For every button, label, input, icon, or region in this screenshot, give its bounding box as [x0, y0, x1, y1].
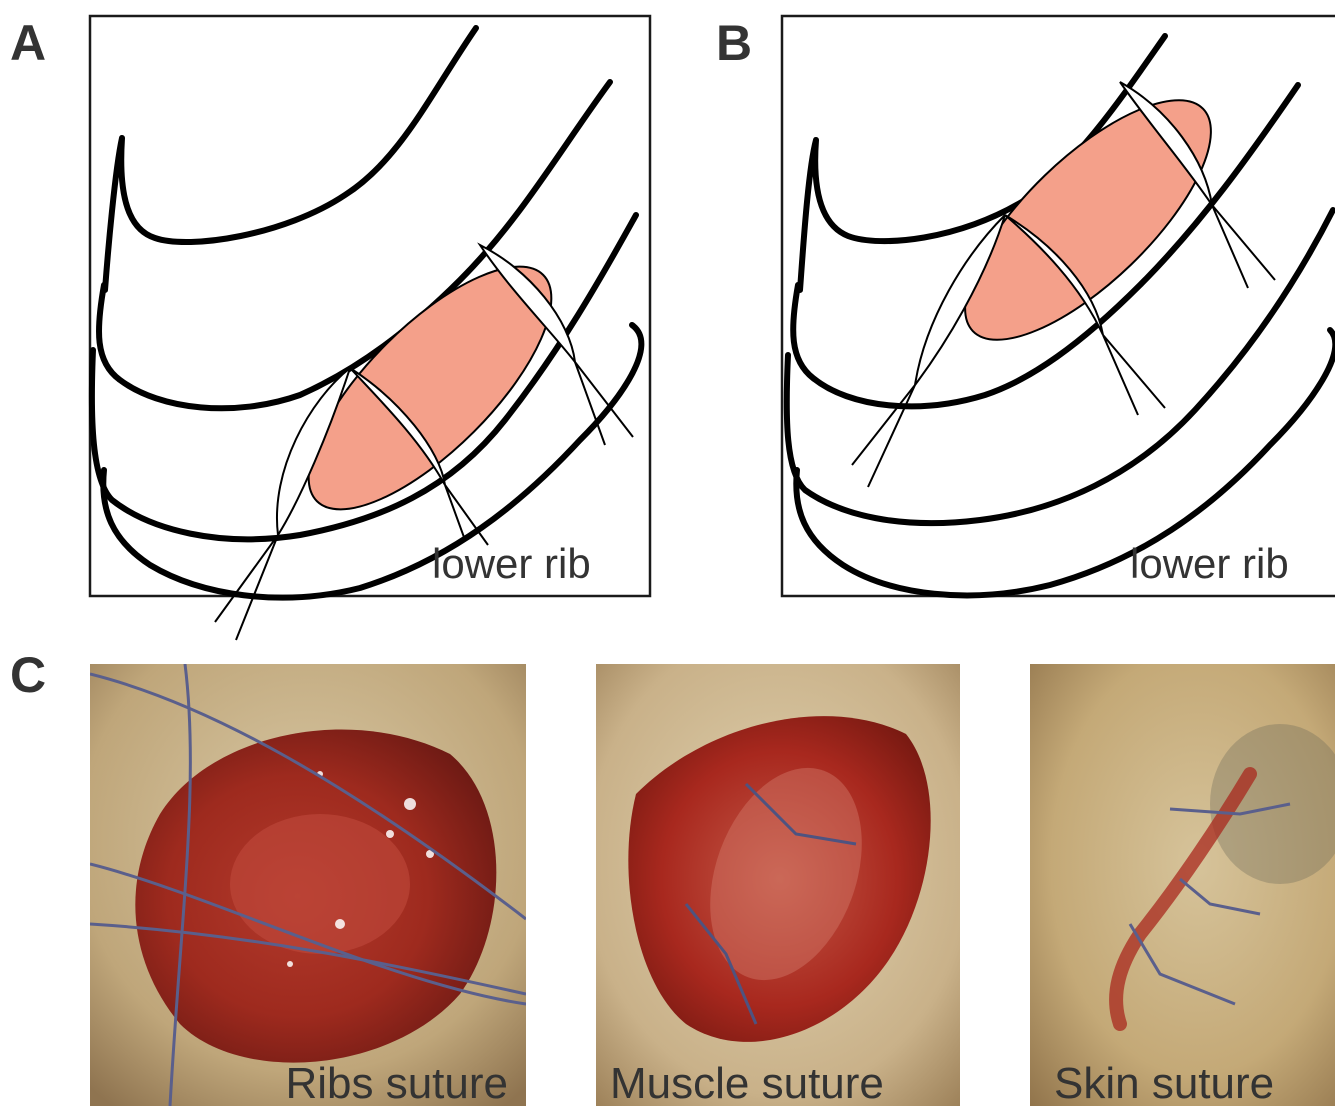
photo-muscle-suture: Muscle suture: [596, 664, 960, 1106]
photo-skin-suture: Skin suture: [1030, 664, 1335, 1106]
photo-ribs-suture: Ribs suture: [90, 664, 526, 1106]
photo-caption-ribs: Ribs suture: [285, 1062, 508, 1106]
photo-caption-skin: Skin suture: [1054, 1062, 1274, 1106]
photo-caption-muscle: Muscle suture: [610, 1062, 884, 1106]
diagram-b-label: lower rib: [1130, 540, 1289, 587]
photo-ribs-image: [90, 664, 526, 1106]
photo-muscle-image: [596, 664, 960, 1106]
photo-skin-image: [1030, 664, 1335, 1106]
